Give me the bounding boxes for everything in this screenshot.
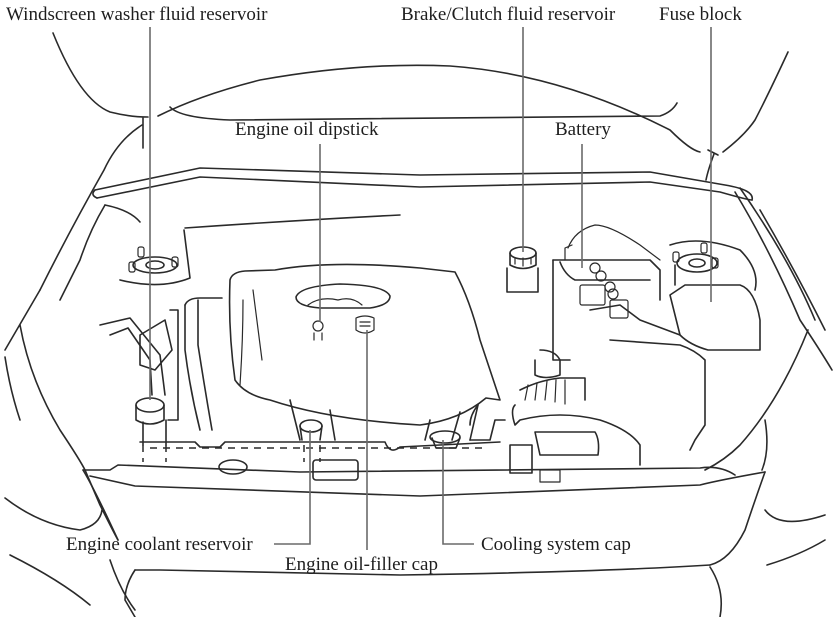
label-engine-oil-dipstick: Engine oil dipstick [235,119,379,140]
radiator-cap [429,404,506,449]
label-engine-oil-filler-cap: Engine oil-filler cap [285,554,438,575]
front-fascia [82,464,766,617]
air-intake [509,304,706,483]
leader-cooling [442,440,474,545]
label-battery: Battery [555,119,611,140]
right-fender [704,187,833,566]
leader-lines [149,27,712,550]
label-fuse-block: Fuse block [659,4,742,25]
label-windscreen-washer-fluid-reservoir: Windscreen washer fluid reservoir [6,4,268,25]
hood [39,32,789,291]
cowl [92,167,754,201]
brake-fluid-reservoir [506,246,539,293]
dipstick-handle [312,320,324,341]
fuse-block [669,264,761,351]
washer-reservoir [135,397,167,462]
right-strut-tower [669,240,757,291]
engine-cover [228,263,501,441]
coolant-reservoir [299,419,323,462]
oil-filler-cap [355,315,375,334]
label-cooling-system-cap: Cooling system cap [481,534,631,555]
left-plumbing [99,297,223,431]
label-brake-clutch-fluid-reservoir: Brake/Clutch fluid reservoir [401,4,616,25]
leader-coolant [274,430,311,545]
label-engine-coolant-reservoir: Engine coolant reservoir [66,534,253,555]
left-strut-tower [104,204,401,286]
battery [552,224,661,361]
